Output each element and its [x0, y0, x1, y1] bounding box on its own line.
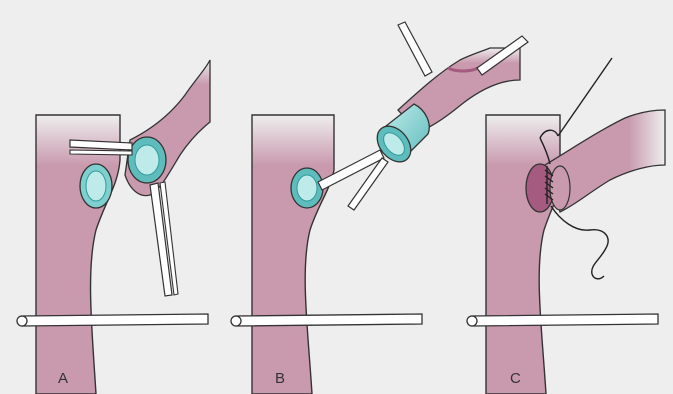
- forceps-icon: [398, 22, 432, 76]
- recipient-vessel: [252, 115, 334, 394]
- panel-c: [467, 58, 665, 394]
- forceps-icon: [70, 140, 132, 155]
- vascular-clamp-icon: [467, 314, 658, 326]
- panel-label-c: C: [510, 371, 521, 386]
- panel-b: [231, 22, 528, 394]
- recipient-vessel: [36, 115, 120, 394]
- vascular-clamp-icon: [231, 314, 422, 326]
- recipient-vessel: [486, 115, 560, 394]
- panel-label-b: B: [275, 371, 285, 386]
- vascular-clamp-icon: [17, 314, 208, 326]
- panel-label-a: A: [58, 371, 68, 386]
- panel-a: [17, 60, 210, 394]
- forceps-icon: [150, 182, 178, 296]
